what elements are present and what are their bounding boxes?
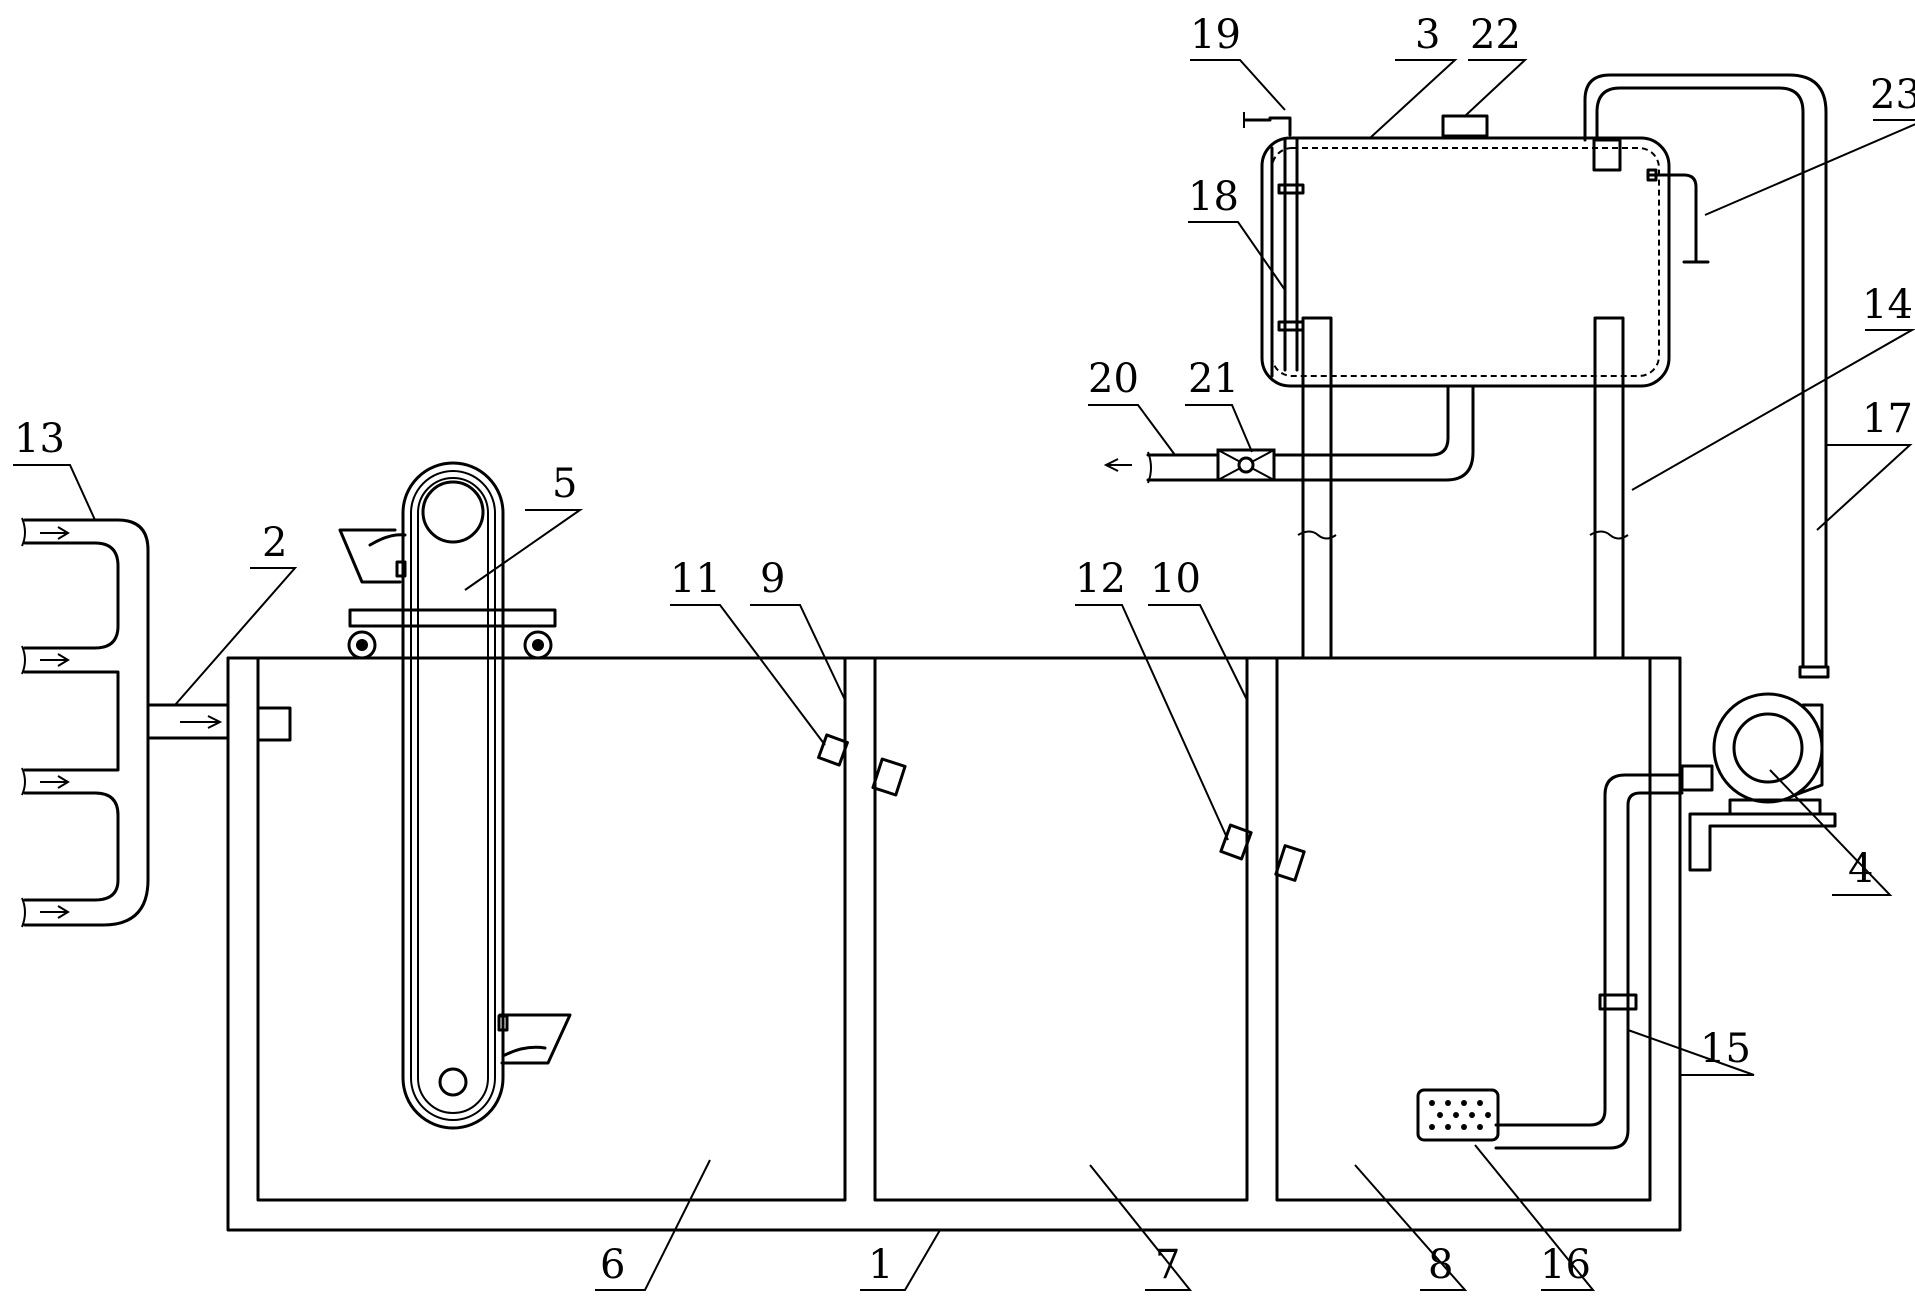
inlet-arrows — [40, 526, 70, 919]
label-13: 13 — [14, 416, 65, 462]
belt-skimmer — [338, 461, 572, 1130]
label-23: 23 — [1870, 72, 1915, 118]
label-22: 22 — [1470, 12, 1521, 58]
leader-lines — [13, 59, 1915, 1291]
suction-pipe — [1494, 773, 1684, 1150]
outlet-pipe — [1103, 384, 1475, 484]
label-2: 2 — [262, 520, 287, 566]
upper-tank — [1243, 112, 1710, 388]
label-17: 17 — [1862, 396, 1913, 442]
inlet-manifold — [21, 517, 292, 928]
supports — [1297, 316, 1629, 660]
label-7: 7 — [1155, 1242, 1180, 1288]
label-4: 4 — [1848, 846, 1873, 892]
label-8: 8 — [1428, 1242, 1453, 1288]
deflector-12 — [1219, 823, 1306, 882]
return-pipe — [1583, 73, 1828, 669]
label-19: 19 — [1190, 12, 1241, 58]
label-5: 5 — [552, 461, 577, 507]
label-15: 15 — [1700, 1026, 1751, 1072]
main-tank — [226, 656, 1682, 1232]
label-3: 3 — [1415, 12, 1440, 58]
label-6: 6 — [600, 1242, 625, 1288]
label-1: 1 — [868, 1242, 893, 1288]
label-9: 9 — [760, 556, 785, 602]
label-11: 11 — [670, 556, 721, 602]
label-12: 12 — [1075, 556, 1126, 602]
label-14: 14 — [1862, 282, 1913, 328]
label-16: 16 — [1540, 1242, 1591, 1288]
label-20: 20 — [1088, 356, 1139, 402]
pump — [1680, 665, 1837, 872]
labels: 13 2 5 11 9 12 10 19 3 22 23 18 20 21 14… — [14, 12, 1915, 1288]
label-18: 18 — [1188, 174, 1239, 220]
label-10: 10 — [1150, 556, 1201, 602]
diffuser — [1416, 1088, 1500, 1142]
deflector-11 — [817, 733, 907, 797]
label-21: 21 — [1188, 356, 1239, 402]
